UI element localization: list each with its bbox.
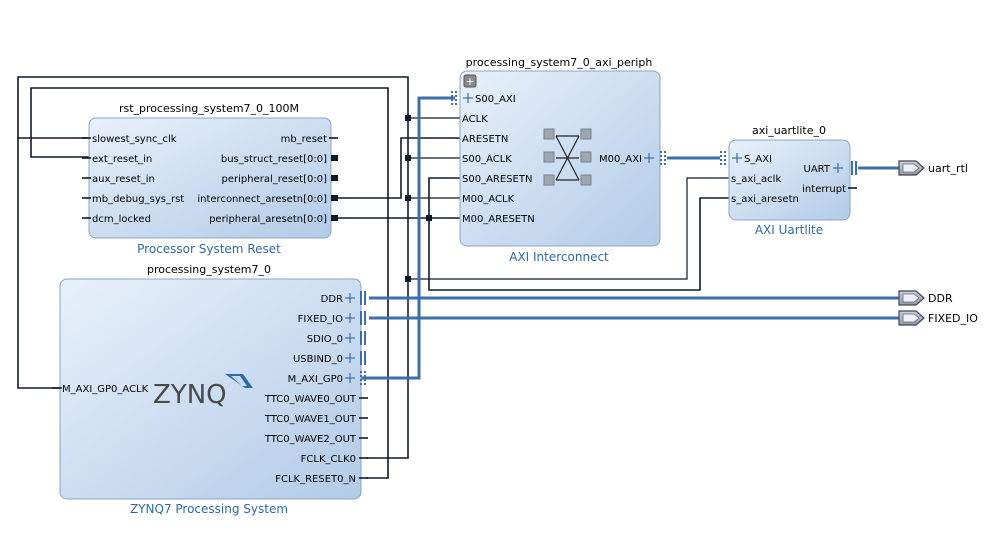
pin-interconnect-aresetn[interactable]: interconnect_aresetn[0:0] xyxy=(197,194,327,205)
pin-s-axi[interactable]: S_AXI xyxy=(744,154,772,165)
block-uart[interactable]: axi_uartlite_0 AXI Uartlite S_AXI s_axi_… xyxy=(720,124,857,237)
plus-icon xyxy=(732,153,742,163)
pin-interrupt[interactable]: interrupt xyxy=(802,184,846,195)
pin-dcm-locked[interactable]: dcm_locked xyxy=(92,214,151,225)
pin-ttc0-wave1-out[interactable]: TTC0_WAVE1_OUT xyxy=(264,414,357,425)
pin-ttc0-wave0-out[interactable]: TTC0_WAVE0_OUT xyxy=(264,394,357,405)
pin-s-axi-aclk[interactable]: s_axi_aclk xyxy=(731,174,781,185)
pin-ext-reset-in[interactable]: ext_reset_in xyxy=(92,154,152,165)
port-ddr-label: DDR xyxy=(928,292,953,305)
plus-icon xyxy=(345,293,355,303)
port-fixed-io[interactable]: FIXED_IO xyxy=(898,310,978,326)
pin-m-axi-gp0[interactable]: M_AXI_GP0 xyxy=(288,374,343,385)
uart-subtitle: AXI Uartlite xyxy=(755,223,823,237)
rst-outputs: mb_reset bus_struct_reset[0:0] periphera… xyxy=(197,134,338,225)
plus-icon xyxy=(463,93,473,103)
pin-peripheral-reset[interactable]: peripheral_reset[0:0] xyxy=(222,174,328,185)
net-periph-s00[interactable] xyxy=(428,177,461,218)
plus-icon xyxy=(345,313,355,323)
ps7-instance-name: processing_system7_0 xyxy=(147,263,271,276)
bus-m-axi-gp0[interactable] xyxy=(359,96,455,380)
uart-instance-name: axi_uartlite_0 xyxy=(752,124,826,137)
net-interconnect-aresetn[interactable] xyxy=(336,137,461,199)
port-uart-rtl-label: uart_rtl xyxy=(928,162,968,175)
rst-subtitle: Processor System Reset xyxy=(137,242,281,256)
pin-s00-aresetn[interactable]: S00_ARESETN xyxy=(462,174,532,185)
pin-slowest-sync-clk[interactable]: slowest_sync_clk xyxy=(92,134,177,145)
block-ps7[interactable]: processing_system7_0 ZYNQ7 Processing Sy… xyxy=(52,263,368,516)
pin-aresetn[interactable]: ARESETN xyxy=(462,134,508,145)
net-fclk-clk0[interactable] xyxy=(17,137,91,389)
s-axi-connector xyxy=(720,151,726,165)
block-rst[interactable]: rst_processing_system7_0_100M Processor … xyxy=(82,102,338,256)
pin-ttc0-wave2-out[interactable]: TTC0_WAVE2_OUT xyxy=(264,434,357,445)
net-ext-reset[interactable] xyxy=(30,87,389,479)
pin-m-axi-gp0-aclk[interactable]: M_AXI_GP0_ACLK xyxy=(62,384,149,395)
block-axi-periph[interactable]: processing_system7_0_axi_periph AXI Inte… xyxy=(451,56,666,264)
net-periph-uart[interactable] xyxy=(428,197,730,291)
pin-fclk-reset0-n[interactable]: FCLK_RESET0_N xyxy=(275,474,356,485)
pin-s-axi-aresetn[interactable]: s_axi_aresetn xyxy=(731,194,799,205)
ps7-plus-icons xyxy=(345,293,355,383)
s00-axi-connector xyxy=(451,91,457,105)
ps7-outputs: DDR FIXED_IO SDIO_0 USBIND_0 M_AXI_GP0 T… xyxy=(264,294,357,485)
crossbar-icon xyxy=(543,128,592,186)
pin-s00-aclk[interactable]: S00_ACLK xyxy=(462,154,512,165)
pin-mb-reset[interactable]: mb_reset xyxy=(281,134,327,145)
pin-uart[interactable]: UART xyxy=(804,164,831,175)
pin-usbind-0[interactable]: USBIND_0 xyxy=(293,354,343,365)
axi-periph-instance-name: processing_system7_0_axi_periph xyxy=(466,56,653,69)
expand-button[interactable]: + xyxy=(463,74,477,88)
plus-icon xyxy=(345,373,355,383)
ps7-bus-connectors xyxy=(360,291,366,365)
junctions xyxy=(405,115,432,282)
pin-m00-axi[interactable]: M00_AXI xyxy=(599,154,642,165)
ps7-scalar-stubs xyxy=(359,397,368,479)
pin-bus-struct-reset[interactable]: bus_struct_reset[0:0] xyxy=(221,154,327,165)
port-fixed-io-label: FIXED_IO xyxy=(928,312,978,325)
pin-fixed-io[interactable]: FIXED_IO xyxy=(298,314,344,325)
nets xyxy=(17,76,900,479)
pin-sdio-0[interactable]: SDIO_0 xyxy=(307,334,343,345)
pin-m00-aresetn[interactable]: M00_ARESETN xyxy=(462,214,535,225)
pin-aux-reset-in[interactable]: aux_reset_in xyxy=(92,174,155,185)
pin-m00-aclk[interactable]: M00_ACLK xyxy=(462,194,515,205)
svg-text:ZYNQ: ZYNQ xyxy=(153,380,227,410)
svg-text:+: + xyxy=(465,75,474,88)
pin-fclk-clk0[interactable]: FCLK_CLK0 xyxy=(301,454,356,465)
port-uart-rtl[interactable]: uart_rtl xyxy=(898,160,968,176)
plus-icon xyxy=(345,333,355,343)
plus-icon xyxy=(833,163,843,173)
pin-peripheral-aresetn[interactable]: peripheral_aresetn[0:0] xyxy=(209,214,327,225)
net-clk-top[interactable] xyxy=(17,76,409,459)
uart-bus-connector xyxy=(851,161,857,175)
rst-inputs: slowest_sync_clk ext_reset_in aux_reset_… xyxy=(82,134,184,225)
pin-mb-debug-sys-rst[interactable]: mb_debug_sys_rst xyxy=(92,194,184,205)
pin-aclk[interactable]: ACLK xyxy=(462,114,488,125)
ps7-subtitle: ZYNQ7 Processing System xyxy=(130,502,288,516)
gp0-dotted-connector xyxy=(360,371,366,385)
rst-instance-name: rst_processing_system7_0_100M xyxy=(119,102,299,115)
net-clk-uart[interactable] xyxy=(408,177,730,280)
m00-axi-connector xyxy=(660,151,666,165)
port-ddr[interactable]: DDR xyxy=(898,290,953,306)
plus-icon xyxy=(345,353,355,363)
zynq-logo: ZYNQ xyxy=(153,374,253,410)
pin-s00-axi[interactable]: S00_AXI xyxy=(475,94,516,105)
pin-ddr[interactable]: DDR xyxy=(321,294,343,305)
plus-icon xyxy=(644,153,654,163)
axi-periph-subtitle: AXI Interconnect xyxy=(509,250,609,264)
